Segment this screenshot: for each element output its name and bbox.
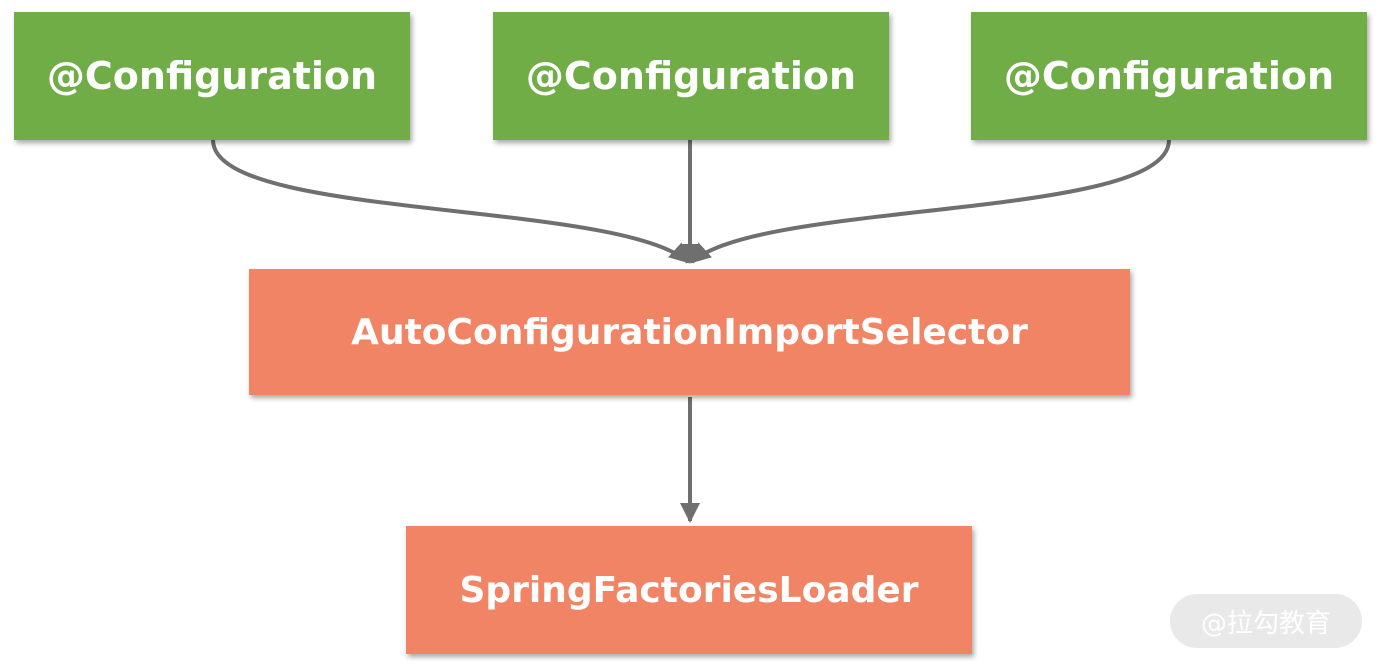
configuration-node-1: @Configuration [14,12,410,140]
selector-node-label: AutoConfigurationImportSelector [351,311,1028,353]
watermark-text: @拉勾教育 [1200,608,1331,639]
configuration-node-1-label: @Configuration [46,54,378,98]
configuration-node-3: @Configuration [971,12,1367,140]
configuration-node-2: @Configuration [493,12,889,140]
loader-node-label: SpringFactoriesLoader [459,569,919,611]
auto-configuration-import-selector-node: AutoConfigurationImportSelector [249,269,1130,395]
edge-config-3-to-selector [690,139,1171,264]
configuration-node-2-label: @Configuration [525,54,857,98]
configuration-node-3-label: @Configuration [1003,54,1335,98]
watermark: @拉勾教育 [1170,594,1362,648]
spring-factories-loader-node: SpringFactoriesLoader [406,526,972,654]
edge-config-1-to-selector [211,139,690,264]
